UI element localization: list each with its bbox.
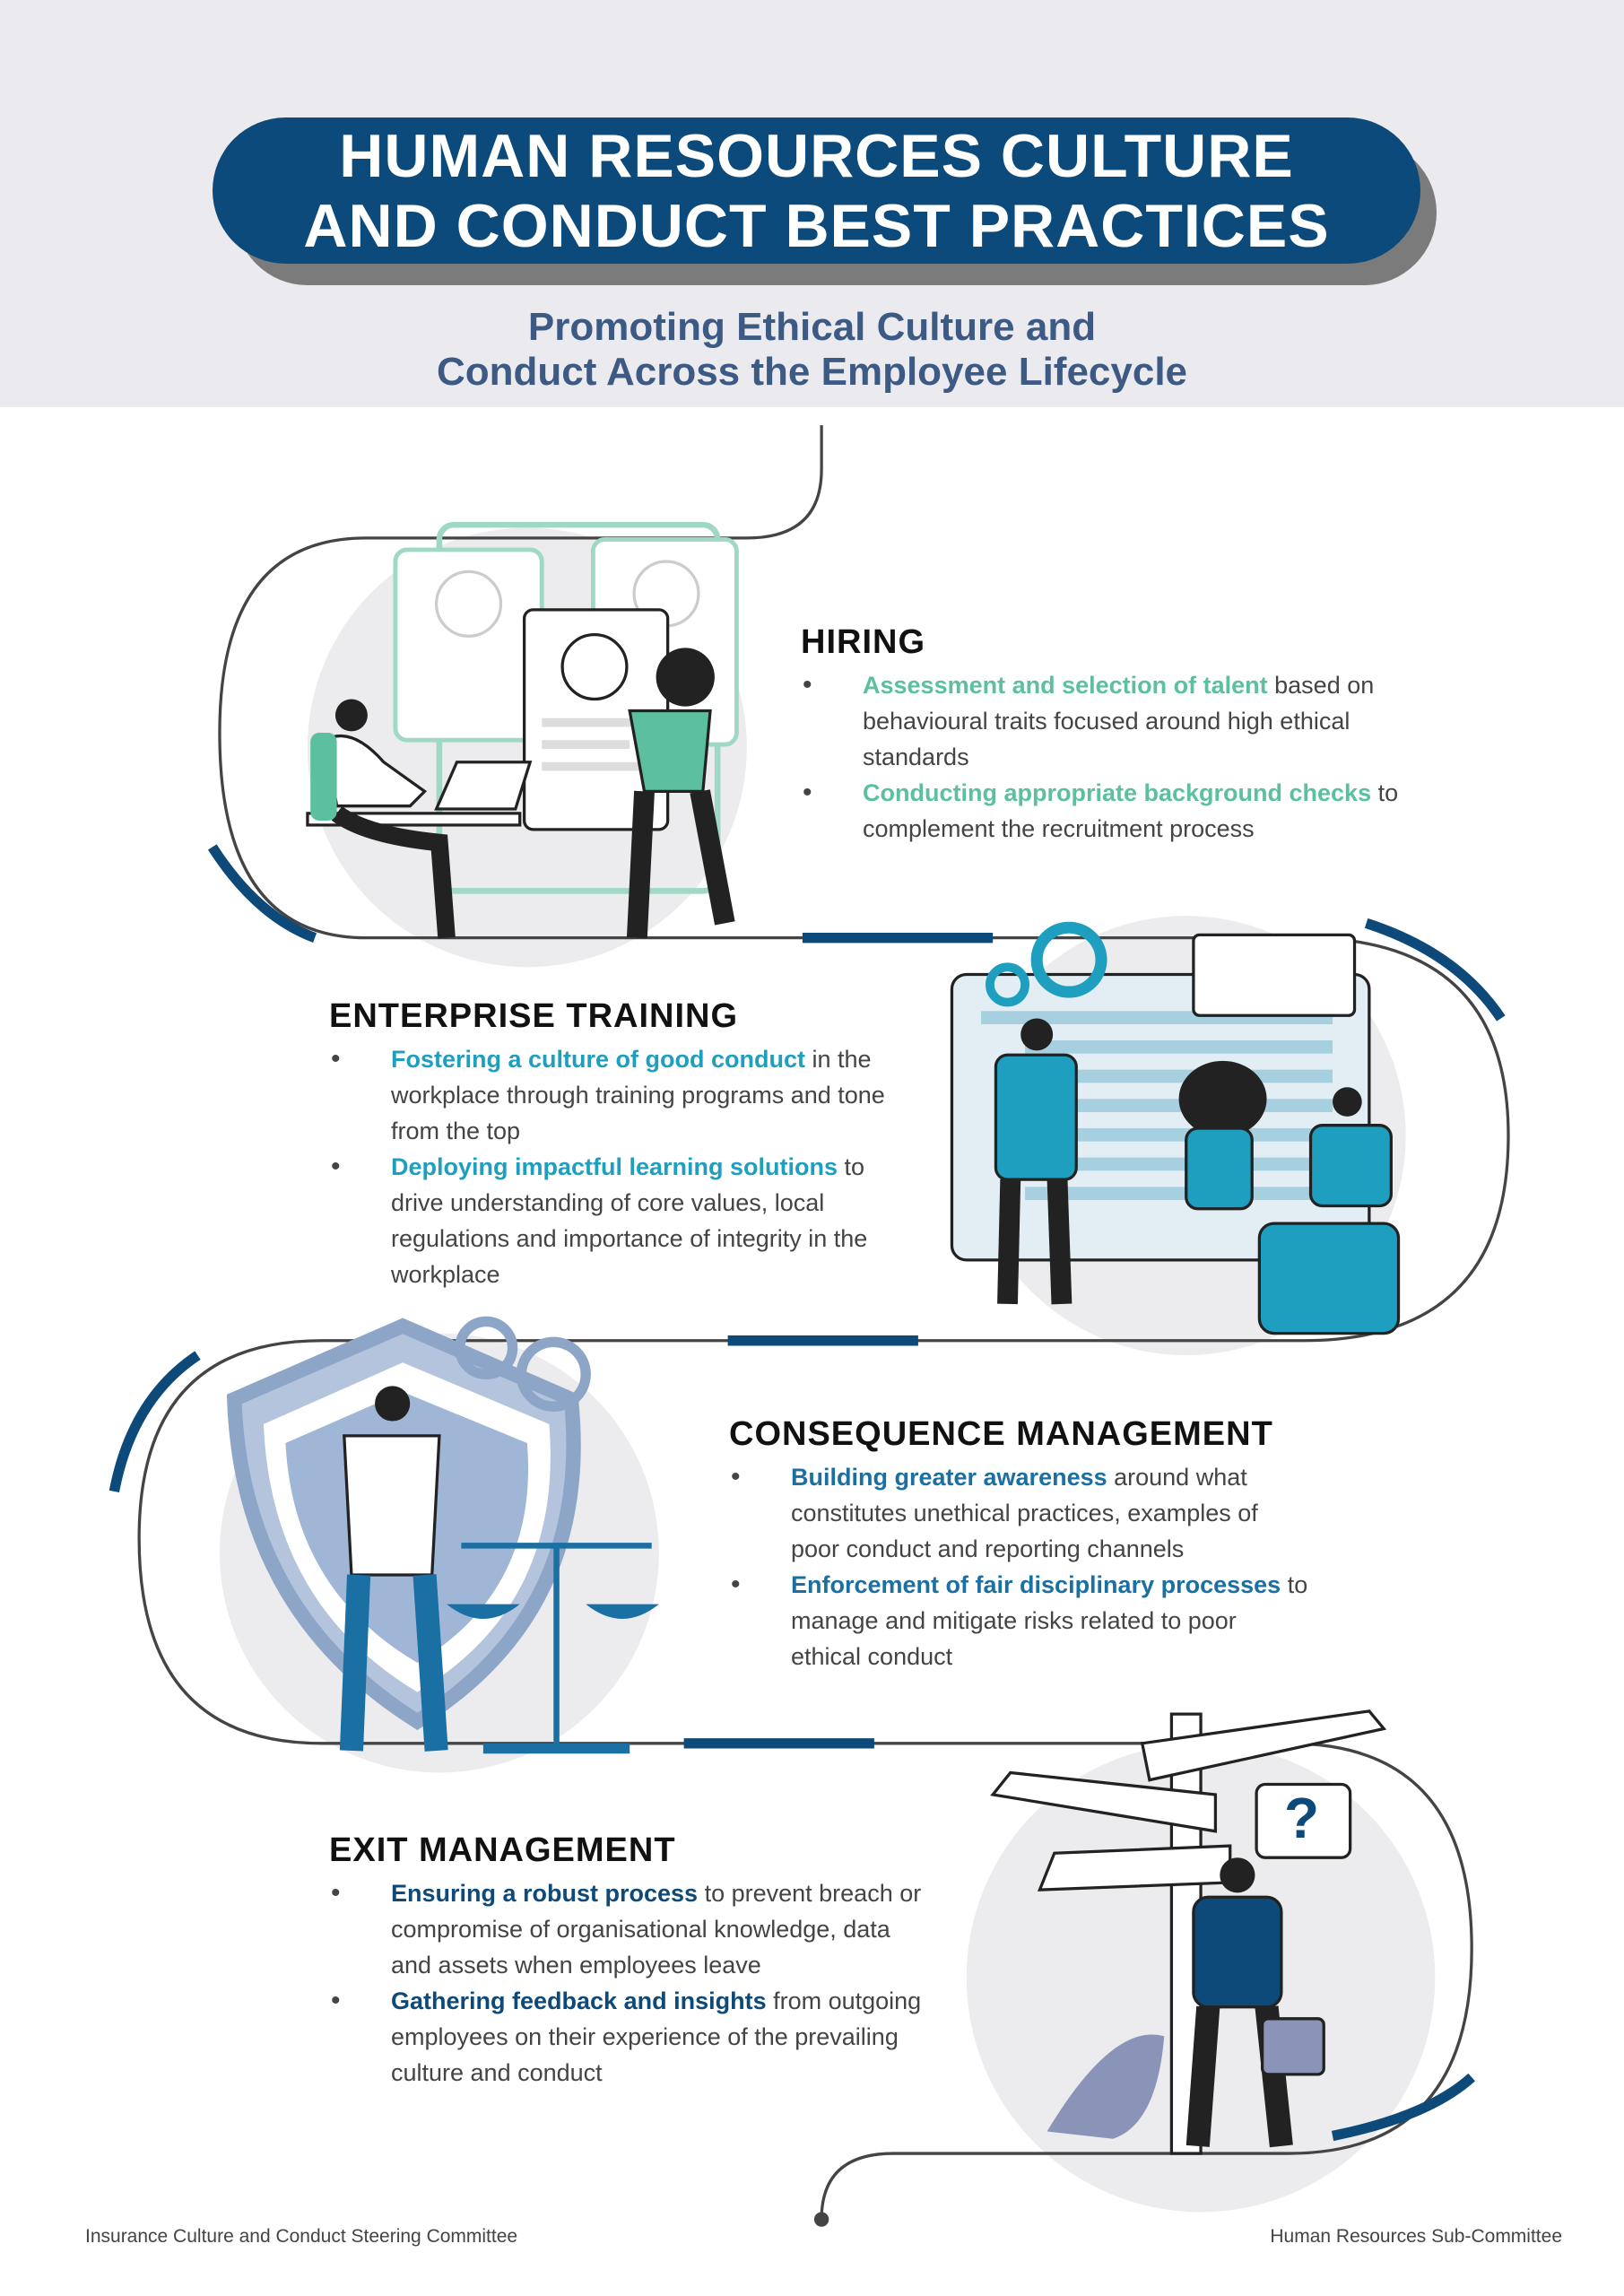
bullet-text: to manage and mitigate risks related to …: [791, 1571, 1308, 1670]
exit-illustration: [990, 1709, 1387, 2155]
bullet-text: to prevent breach or compromise of organ…: [391, 1880, 922, 1979]
title-line-1: HUMAN RESOURCES CULTURE: [339, 121, 1294, 190]
bullet: •Deploying impactful learning solutions …: [331, 1152, 868, 1288]
bullet-bold: Enforcement of fair disciplinary process…: [791, 1571, 1281, 1598]
title-banner: HUMAN RESOURCES CULTURE AND CONDUCT BEST…: [213, 117, 1420, 264]
question-mark: ?: [1284, 1786, 1320, 1850]
bullet-bold: Ensuring a robust process: [391, 1880, 699, 1907]
bullet-bold: Conducting appropriate background checks: [863, 779, 1372, 806]
path-end-dot: [813, 2212, 829, 2227]
training-illustration: [950, 921, 1401, 1335]
bullet: •Assessment and selection of talent base…: [803, 670, 1375, 770]
section-exit-management: EXIT MANAGEMENT •Ensuring a robust proce…: [329, 1831, 930, 2091]
footer-left: Insurance Culture and Conduct Steering C…: [85, 2226, 518, 2247]
lifecycle-line: [137, 425, 1510, 2220]
bullet: •Conducting appropriate background check…: [803, 778, 1399, 842]
subtitle-line-1: Promoting Ethical Culture and: [527, 305, 1097, 349]
bullet-bold: Assessment and selection of talent: [863, 672, 1268, 699]
consequence-illustration: [226, 1316, 659, 1754]
bullet: •Ensuring a robust process to prevent br…: [331, 1878, 922, 1979]
section-title: CONSEQUENCE MANAGEMENT: [729, 1415, 1273, 1453]
section-enterprise-training: ENTERPRISE TRAINING •Fostering a culture…: [329, 997, 912, 1292]
bullet: •Fostering a culture of good conduct in …: [331, 1044, 885, 1144]
bullet-text: around what constitutes unethical practi…: [791, 1464, 1258, 1562]
bullet-text: to complement the recruitment process: [863, 779, 1399, 842]
subtitle: Promoting Ethical Culture and Conduct Ac…: [0, 305, 1624, 395]
bullet: •Gathering feedback and insights from ou…: [331, 1986, 922, 2086]
bullet-bold: Gathering feedback and insights: [391, 1987, 767, 2014]
section-hiring: HIRING •Assessment and selection of tale…: [801, 623, 1402, 847]
section-title: ENTERPRISE TRAINING: [329, 997, 739, 1035]
bullet-bold: Fostering a culture of good conduct: [391, 1046, 805, 1073]
section-title: HIRING: [801, 623, 925, 661]
bullet-text: based on behavioural traits focused arou…: [863, 672, 1375, 770]
bullet: •Enforcement of fair disciplinary proces…: [731, 1570, 1308, 1670]
hiring-illustration: [306, 521, 739, 939]
section-title: EXIT MANAGEMENT: [329, 1831, 676, 1869]
bullet-text: from outgoing employees on their experie…: [391, 1987, 922, 2086]
section-consequence-management: CONSEQUENCE MANAGEMENT •Building greater…: [729, 1415, 1312, 1674]
subtitle-line-2: Conduct Across the Employee Lifecycle: [436, 350, 1188, 394]
bullet-bold: Building greater awareness: [791, 1464, 1107, 1491]
bullet: •Building greater awareness around what …: [731, 1462, 1258, 1562]
footer-right: Human Resources Sub-Committee: [1270, 2226, 1562, 2247]
bullet-text: to drive understanding of core values, l…: [391, 1153, 868, 1288]
bullet-text: in the workplace through training progra…: [391, 1046, 885, 1144]
bullet-bold: Deploying impactful learning solutions: [391, 1153, 838, 1180]
title-line-2: AND CONDUCT BEST PRACTICES: [303, 191, 1330, 260]
